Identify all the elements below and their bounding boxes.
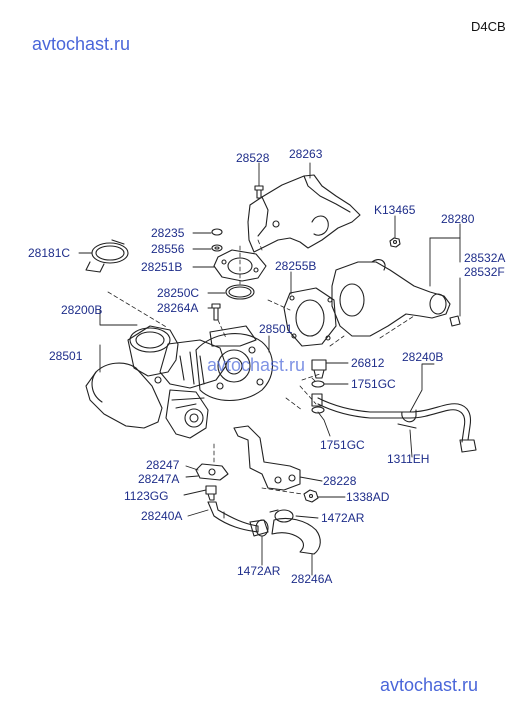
washer-1751gc-upper — [311, 380, 325, 388]
clip-1311eh — [397, 409, 417, 429]
part-label-26812[interactable]: 26812 — [351, 356, 385, 370]
part-label-28501-left[interactable]: 28501 — [49, 349, 83, 363]
assembly-dashed-lines — [107, 239, 415, 495]
turbocharger-28200b — [85, 325, 274, 439]
watermark-bottom: avtochast.ru — [380, 675, 479, 695]
clamp-1472ar-upper — [269, 509, 294, 523]
part-label-28255b[interactable]: 28255B — [275, 259, 317, 273]
part-label-1751gc-lower[interactable]: 1751GC — [320, 438, 365, 452]
ring-gasket-28250c — [225, 284, 255, 300]
part-label-1472ar-right[interactable]: 1472AR — [321, 511, 365, 525]
washer-28556 — [211, 244, 223, 252]
part-label-28264a[interactable]: 28264A — [157, 301, 199, 315]
bolt-1123gg — [205, 485, 217, 501]
part-label-28240a[interactable]: 28240A — [141, 509, 183, 523]
clamp-28181c — [85, 239, 129, 273]
bracket-28228 — [233, 425, 301, 491]
part-label-28181c[interactable]: 28181C — [28, 246, 71, 260]
watermark-center: avtochast.ru — [207, 355, 306, 375]
stud-28264a — [211, 303, 221, 321]
part-label-28235[interactable]: 28235 — [151, 226, 185, 240]
part-label-28247[interactable]: 28247 — [146, 458, 180, 472]
watermark-top: avtochast.ru — [32, 34, 131, 54]
oil-return-pipe-28240a — [207, 501, 269, 537]
part-label-28240b[interactable]: 28240B — [402, 350, 444, 364]
washer-28235 — [211, 228, 223, 236]
part-label-1472ar-bottom[interactable]: 1472AR — [237, 564, 281, 578]
part-label-28200b[interactable]: 28200B — [61, 303, 103, 317]
part-label-28263[interactable]: 28263 — [289, 147, 323, 161]
nut-1338ad — [303, 489, 319, 503]
hose-28246a — [271, 517, 321, 555]
part-label-28280[interactable]: 28280 — [441, 212, 475, 226]
plug-28532a — [449, 315, 461, 327]
part-label-1338ad[interactable]: 1338AD — [346, 490, 390, 504]
leader-lines — [78, 162, 461, 576]
gasket-28255b — [283, 287, 337, 347]
part-label-28228[interactable]: 28228 — [323, 474, 357, 488]
gasket-28247 — [195, 463, 229, 481]
diagram-code: D4CB — [471, 19, 506, 34]
part-label-k13465[interactable]: K13465 — [374, 203, 416, 217]
part-label-28247a[interactable]: 28247A — [138, 472, 180, 486]
part-label-28501-right[interactable]: 28501 — [259, 322, 293, 336]
part-label-1751gc-upper[interactable]: 1751GC — [351, 377, 396, 391]
heat-shield-28263 — [247, 174, 361, 253]
part-label-28556[interactable]: 28556 — [151, 242, 185, 256]
part-label-28532a[interactable]: 28532A — [464, 251, 506, 265]
bolt-26812 — [311, 359, 327, 379]
part-label-28528[interactable]: 28528 — [236, 151, 270, 165]
oil-feed-pipe-28240b — [311, 393, 477, 453]
part-label-28250c[interactable]: 28250C — [157, 286, 200, 300]
part-label-28532f[interactable]: 28532F — [464, 265, 505, 279]
part-label-28251b[interactable]: 28251B — [141, 260, 183, 274]
part-label-1123gg[interactable]: 1123GG — [124, 489, 169, 503]
part-label-28246a[interactable]: 28246A — [291, 572, 333, 586]
part-label-1311eh[interactable]: 1311EH — [387, 452, 430, 466]
exhaust-elbow-28280 — [331, 259, 451, 337]
bolt-28528 — [254, 185, 264, 199]
washer-1751gc-lower — [311, 406, 325, 414]
nut-k13465 — [389, 237, 401, 248]
